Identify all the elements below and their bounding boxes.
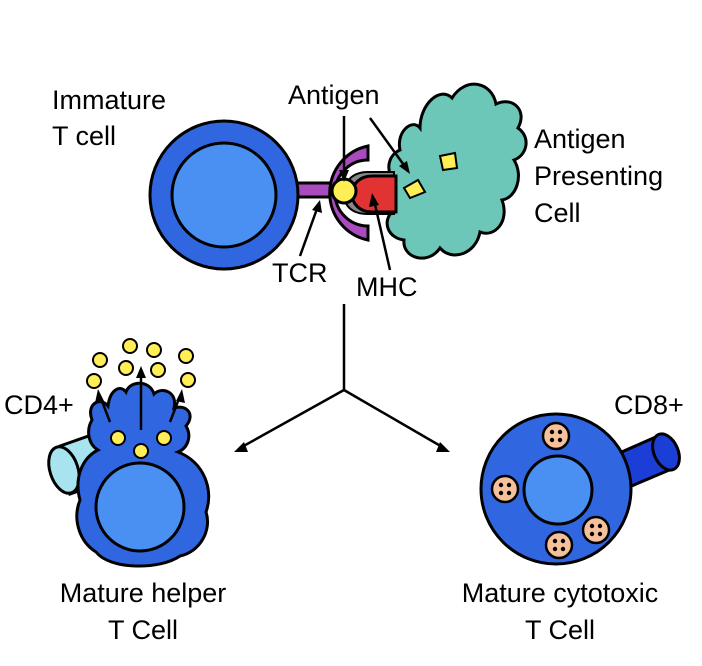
granule	[544, 530, 574, 560]
label-cd4: CD4+	[4, 390, 74, 420]
antigen-presenting-cell	[382, 82, 528, 260]
label-pointers	[298, 116, 410, 271]
label-immature-t-cell-line1: Immature	[52, 85, 166, 115]
label-mature-cytotoxic-line1: Mature cytotoxic	[462, 578, 659, 608]
granule	[490, 474, 520, 504]
secretion-arrows	[95, 366, 185, 430]
cytokine	[146, 342, 162, 358]
label-antigen: Antigen	[288, 80, 380, 110]
label-mature-helper-line1: Mature helper	[60, 578, 227, 608]
branching-arrows	[234, 304, 450, 452]
cytokine	[110, 430, 126, 446]
antigen-fragment	[402, 178, 427, 200]
cytokine	[122, 338, 138, 354]
mature-cytotoxic-t-cell	[479, 412, 681, 566]
antigen-fragment	[438, 151, 459, 172]
cytotoxic-cell-nucleus	[522, 454, 594, 526]
label-mature-helper-line2: T Cell	[108, 615, 178, 645]
label-apc-line1: Antigen	[534, 124, 626, 154]
cytokine	[180, 372, 196, 388]
tcr-mhc-complex	[328, 144, 398, 242]
cytokine	[133, 443, 149, 459]
label-tcr: TCR	[272, 258, 328, 288]
cytokine	[156, 430, 172, 446]
bound-antigen	[330, 177, 358, 205]
immature-t-cell-nucleus	[170, 141, 278, 249]
label-apc-line2: Presenting	[534, 161, 663, 191]
cytokine	[118, 360, 134, 376]
cytokine	[86, 373, 102, 389]
label-mature-cytotoxic-line2: T Cell	[525, 615, 595, 645]
label-immature-t-cell-line2: T cell	[52, 121, 116, 151]
tcr-stalk	[292, 181, 336, 199]
helper-cell-nucleus	[94, 461, 186, 553]
cytokine	[178, 348, 194, 364]
cytokine	[92, 352, 108, 368]
mature-helper-t-cell	[47, 338, 211, 568]
cytokine	[150, 362, 166, 378]
apc-body	[382, 82, 528, 260]
granule	[581, 515, 611, 545]
granule	[541, 421, 571, 451]
label-apc-line3: Cell	[534, 198, 581, 228]
immature-t-cell	[148, 119, 336, 271]
label-mhc: MHC	[356, 272, 418, 302]
label-cd8: CD8+	[614, 390, 684, 420]
mhc-molecule	[350, 174, 398, 214]
